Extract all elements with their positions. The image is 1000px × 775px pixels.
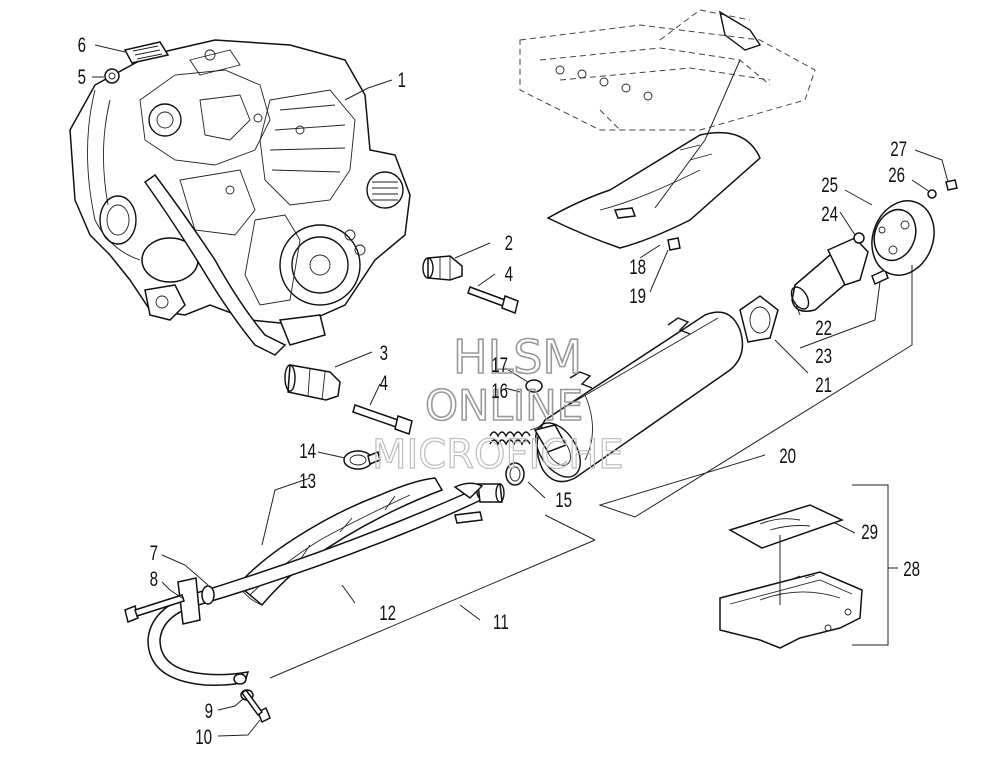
callout-16: 16 — [491, 378, 508, 402]
callout-labels: 1 2 4 3 4 5 6 7 8 9 10 11 12 13 14 15 16… — [78, 32, 920, 748]
washer-part-24 — [853, 232, 865, 244]
callout-17: 17 — [491, 352, 508, 376]
callout-20: 20 — [779, 443, 796, 467]
callout-11: 11 — [493, 609, 509, 633]
callout-15: 15 — [555, 487, 572, 511]
frame-outline — [519, 9, 816, 131]
decal-part-6 — [123, 41, 170, 64]
callout-23: 23 — [815, 343, 832, 367]
heat-shield-part-13 — [236, 477, 444, 607]
callout-2: 2 — [505, 230, 513, 254]
callout-4-upper: 4 — [505, 261, 513, 285]
heat-shield-part-18 — [546, 131, 761, 249]
skid-plate-part-28 — [719, 571, 863, 649]
watermark-line-2: ONLINE — [425, 381, 583, 430]
callout-13: 13 — [299, 468, 316, 492]
bolt-part-27 — [945, 179, 958, 191]
bolt-part-4-upper — [467, 286, 519, 315]
callout-21: 21 — [815, 372, 832, 396]
watermark-line-1: HLSM — [453, 330, 582, 384]
callout-24: 24 — [821, 201, 838, 225]
adapter-part-2 — [422, 255, 463, 281]
gasket-part-7 — [201, 585, 215, 605]
callout-7: 7 — [150, 540, 158, 564]
watermark-line-3: MICROFICHE — [372, 432, 624, 478]
spark-arrestor-part-22 — [790, 237, 869, 312]
gasket-part-15 — [505, 462, 525, 486]
callout-29: 29 — [861, 519, 878, 543]
callout-3: 3 — [380, 340, 388, 364]
watermark: HLSM ONLINE MICROFICHE — [371, 329, 624, 478]
adapter-part-3 — [284, 364, 341, 401]
callout-12: 12 — [379, 600, 396, 624]
callout-26: 26 — [888, 162, 905, 186]
callout-5: 5 — [78, 64, 86, 88]
clamp-part-14 — [343, 450, 381, 470]
gasket-part-21 — [739, 295, 779, 343]
callout-28: 28 — [903, 556, 920, 580]
bolt-part-10 — [240, 688, 271, 724]
nut-part-5 — [104, 68, 120, 84]
spring-part-17 — [525, 379, 543, 393]
callout-14: 14 — [299, 438, 316, 462]
callout-27: 27 — [890, 136, 907, 160]
decal-part-29 — [728, 504, 844, 549]
leader-lines — [92, 44, 949, 737]
callout-8: 8 — [150, 566, 158, 590]
callout-1: 1 — [398, 67, 406, 91]
callout-10: 10 — [195, 724, 212, 748]
callout-6: 6 — [78, 32, 86, 56]
exhaust-pipe-part-12 — [147, 482, 505, 686]
callout-22: 22 — [815, 315, 832, 339]
bolt-part-4-lower — [352, 404, 413, 435]
muffler-part-20 — [533, 311, 744, 483]
screw-part-19 — [667, 237, 681, 251]
end-cap-part-25 — [871, 200, 935, 276]
callout-19: 19 — [629, 283, 646, 307]
ring-part-at-pipe-end — [233, 673, 247, 685]
engine-assembly — [69, 39, 411, 356]
bolt-part-8 — [124, 594, 185, 624]
callout-4-lower: 4 — [380, 370, 388, 394]
callout-18: 18 — [629, 254, 646, 278]
callout-25: 25 — [821, 172, 838, 196]
callout-9: 9 — [205, 698, 213, 722]
screw-part-23 — [871, 268, 889, 286]
